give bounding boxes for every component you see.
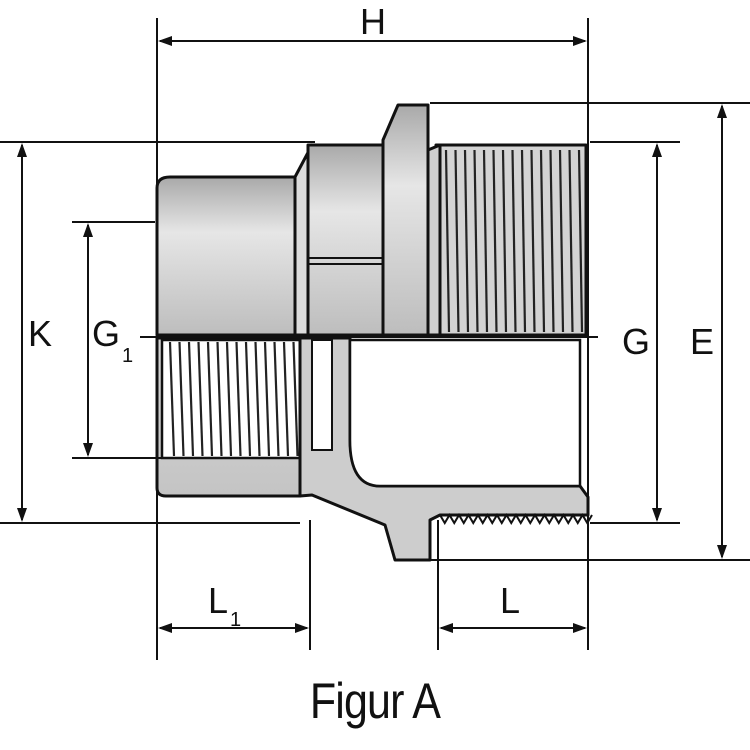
label-e: E [690, 321, 714, 362]
dimension-lines [17, 36, 727, 633]
thread-line [244, 341, 252, 457]
thread-line [187, 341, 195, 457]
thread-line [273, 341, 280, 457]
label-l: L [500, 580, 520, 621]
thread-line [577, 149, 584, 333]
figure-caption: Figur A [309, 673, 441, 729]
thread-line [197, 341, 204, 457]
thread-line [539, 149, 546, 333]
left-thread-lines [168, 341, 299, 457]
thread-line [501, 149, 508, 333]
thread-line [225, 341, 233, 457]
label-l1: L [208, 580, 228, 621]
thread-line [558, 149, 565, 333]
upper-thread-lines [444, 149, 584, 333]
lower-thread-teeth [439, 513, 593, 525]
relief-groove [311, 339, 333, 451]
thread-line [511, 149, 517, 333]
thread-line [235, 341, 242, 457]
thread-line [444, 149, 451, 333]
thread-line [463, 149, 470, 333]
label-h: H [360, 1, 386, 42]
thread-line [178, 341, 185, 457]
thread-line [454, 149, 460, 333]
label-l1-subscript: 1 [230, 609, 241, 631]
thread-line [568, 149, 574, 333]
upper-half-exterior [155, 103, 588, 337]
thread-line [549, 149, 555, 333]
thread-line [292, 341, 299, 457]
thread-line [492, 149, 498, 333]
thread-line [216, 341, 223, 457]
hex-body-upper [306, 143, 386, 337]
thread-line [520, 149, 527, 333]
right-bore [348, 338, 582, 488]
label-g: G [622, 321, 650, 362]
flange-collar-upper [381, 103, 430, 337]
thread-line [263, 341, 271, 457]
thread-line [473, 149, 479, 333]
extension-lines [0, 18, 750, 660]
thread-line [206, 341, 214, 457]
lower-half-section [155, 336, 593, 562]
label-k: K [28, 313, 52, 354]
thread-teeth-profile [439, 513, 593, 525]
thread-line [282, 341, 290, 457]
label-g1-subscript: 1 [122, 345, 133, 367]
left-body-upper [155, 175, 302, 337]
thread-line [254, 341, 261, 457]
label-g1: G [92, 313, 120, 354]
thread-line [482, 149, 489, 333]
thread-line [168, 341, 176, 457]
thread-shoulder [426, 143, 442, 337]
thread-line [530, 149, 536, 333]
